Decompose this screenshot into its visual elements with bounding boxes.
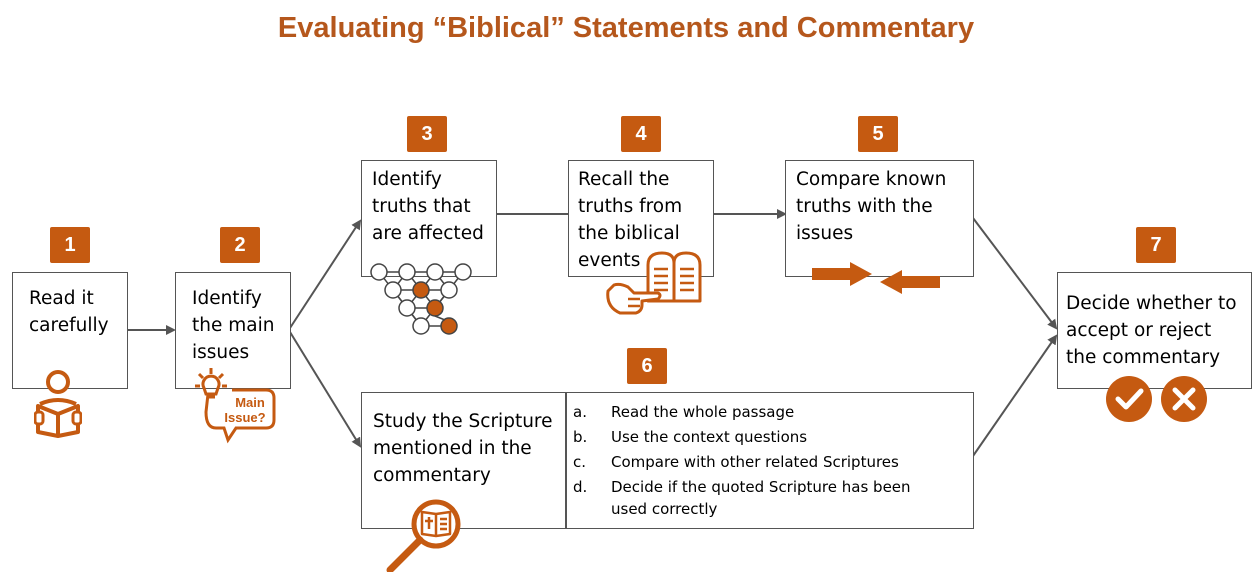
step-5-badge: 5 — [858, 116, 898, 152]
step-7-box — [1057, 272, 1252, 389]
step-4-text: Recall the truths from the biblical even… — [578, 169, 683, 271]
step-2-badge: 2 — [220, 227, 260, 263]
check-icon — [1106, 376, 1152, 422]
list-item: b. Use the context questions — [573, 428, 808, 446]
step-1-badge: 1 — [50, 227, 90, 263]
main-issue-text: Main — [235, 395, 265, 410]
step-6-badge: 6 — [627, 348, 667, 384]
step-7-badge: 7 — [1136, 227, 1176, 263]
step-5-box — [785, 160, 974, 277]
page-title: Evaluating “Biblical” Statements and Com… — [277, 12, 975, 44]
cross-icon — [1161, 376, 1207, 422]
step-6-box — [361, 392, 974, 529]
check-cross-icon — [1106, 376, 1207, 422]
lightbulb-main-issue-icon: Main Issue? — [195, 368, 276, 444]
magnifier-bible-icon — [386, 499, 461, 572]
reading-person-icon — [34, 370, 82, 438]
step-1-box — [12, 272, 128, 389]
step-4-badge: 4 — [621, 116, 661, 152]
arrow-2-to-3 — [289, 219, 362, 329]
study-list: a. Read the whole passage b. Use the con… — [573, 402, 968, 524]
step-5-text: Compare known truths with the issues — [796, 169, 947, 244]
step-2-text: Identify the main issues — [192, 288, 275, 363]
opposing-arrows-icon — [812, 262, 940, 294]
step-6-text: Study the Scripture mentioned in the com… — [373, 411, 553, 486]
list-item: a. Read the whole passage — [573, 403, 795, 421]
list-item: d. Decide if the quoted Scripture has be… — [573, 478, 911, 518]
arrow-2-to-6 — [289, 331, 362, 448]
arrow-6-to-7 — [972, 334, 1058, 457]
tablets-pointing-hand-icon — [606, 251, 702, 315]
step-7-text: Decide whether to accept or reject the c… — [1066, 293, 1237, 368]
main-issue-text: Issue? — [224, 410, 265, 425]
step-3-box — [361, 160, 497, 277]
arrow-5-to-7 — [972, 217, 1058, 330]
node-network-icon — [370, 263, 472, 335]
step-1-text: Read it carefully — [29, 288, 109, 336]
list-item: c. Compare with other related Scriptures — [573, 453, 899, 471]
step-6-divider — [565, 392, 567, 529]
step-3-badge: 3 — [407, 116, 447, 152]
step-3-text: Identify truths that are affected — [372, 169, 484, 244]
step-2-box — [175, 272, 291, 389]
